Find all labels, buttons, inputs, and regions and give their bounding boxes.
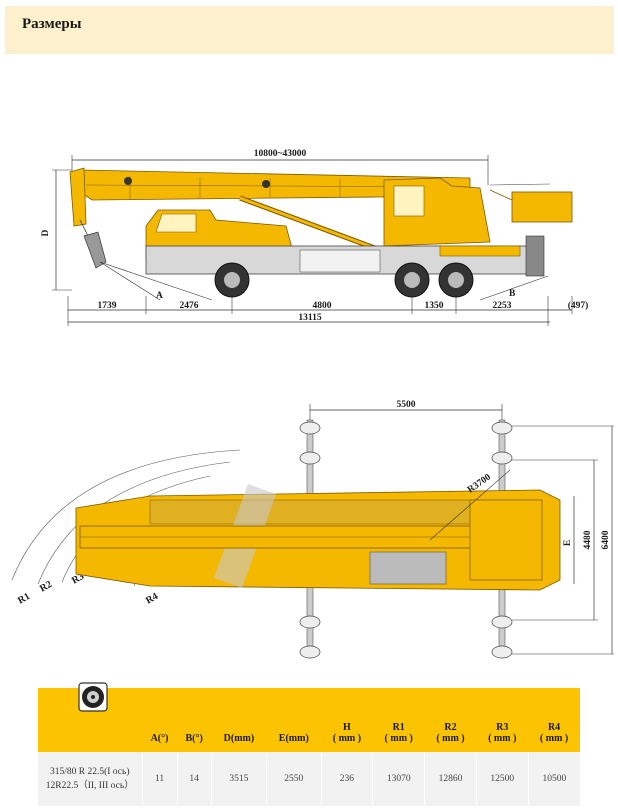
table-row: 315/80 R 22.5(I ось) 12R22.5（II, III ось… xyxy=(38,752,580,806)
angle-a-label: A xyxy=(156,291,163,301)
header-r2: R2 ( mm ) xyxy=(424,688,477,752)
dim-tandem: 1350 xyxy=(425,301,444,311)
dim-axle-1: 2476 xyxy=(180,301,199,311)
header-band xyxy=(5,6,614,54)
value-d: 3515 xyxy=(210,752,267,806)
width-e-label: E xyxy=(563,540,573,546)
page-title: Размеры xyxy=(22,16,82,32)
value-r2: 12860 xyxy=(424,752,477,806)
header-a: A(°) xyxy=(142,688,178,752)
value-a: 11 xyxy=(141,752,178,806)
outrigger-span-label: 5500 xyxy=(397,400,416,410)
header-e: E(mm) xyxy=(266,688,322,752)
dim-counterweight: (497) xyxy=(568,300,589,311)
hook-block xyxy=(83,231,107,269)
side-view: 10800~43000 D xyxy=(41,149,588,326)
value-b: 14 xyxy=(176,752,212,806)
header-d: D(mm) xyxy=(211,688,267,752)
radius-r1-arc xyxy=(11,449,241,581)
width-6400-label: 6400 xyxy=(601,530,611,549)
angle-b-label: B xyxy=(509,289,516,299)
dim-rear-overhang: 2253 xyxy=(493,301,512,311)
header-b: B(°) xyxy=(177,688,212,752)
table-header-row: A(°) B(°) D(mm) E(mm) H ( mm ) R1 ( mm )… xyxy=(38,682,580,752)
radius-r1-label: R1 xyxy=(16,591,32,607)
dim-wheelbase: 4800 xyxy=(313,301,332,311)
top-view: 5500 R1 R2 R3 R4 xyxy=(11,400,614,659)
wheels xyxy=(214,262,474,298)
tire-icon xyxy=(78,682,108,712)
counterweight xyxy=(511,191,573,223)
header-r1: R1 ( mm ) xyxy=(372,688,425,752)
height-d-label: D xyxy=(41,229,51,236)
width-4480-label: 4480 xyxy=(583,530,593,549)
spec-table: A(°) B(°) D(mm) E(mm) H ( mm ) R1 ( mm )… xyxy=(38,682,580,806)
header-r3: R3 ( mm ) xyxy=(476,688,529,752)
header-h: H ( mm ) xyxy=(321,688,373,752)
tyre-label: 315/80 R 22.5(I ось) 12R22.5（II, III ось… xyxy=(38,752,142,806)
value-r3: 12500 xyxy=(475,752,529,806)
value-r4: 10500 xyxy=(527,752,580,806)
radius-r4-label: R4 xyxy=(144,591,160,607)
value-r1: 13070 xyxy=(372,752,425,806)
header-r4: R4 ( mm ) xyxy=(528,688,580,752)
value-h: 236 xyxy=(320,752,373,806)
value-e: 2550 xyxy=(266,752,322,806)
overall-length-label: 13115 xyxy=(298,313,321,323)
boom-length-label: 10800~43000 xyxy=(254,149,307,159)
header-tyre xyxy=(38,682,142,752)
dim-front-overhang: 1739 xyxy=(98,301,117,311)
radius-r2-label: R2 xyxy=(38,579,54,595)
